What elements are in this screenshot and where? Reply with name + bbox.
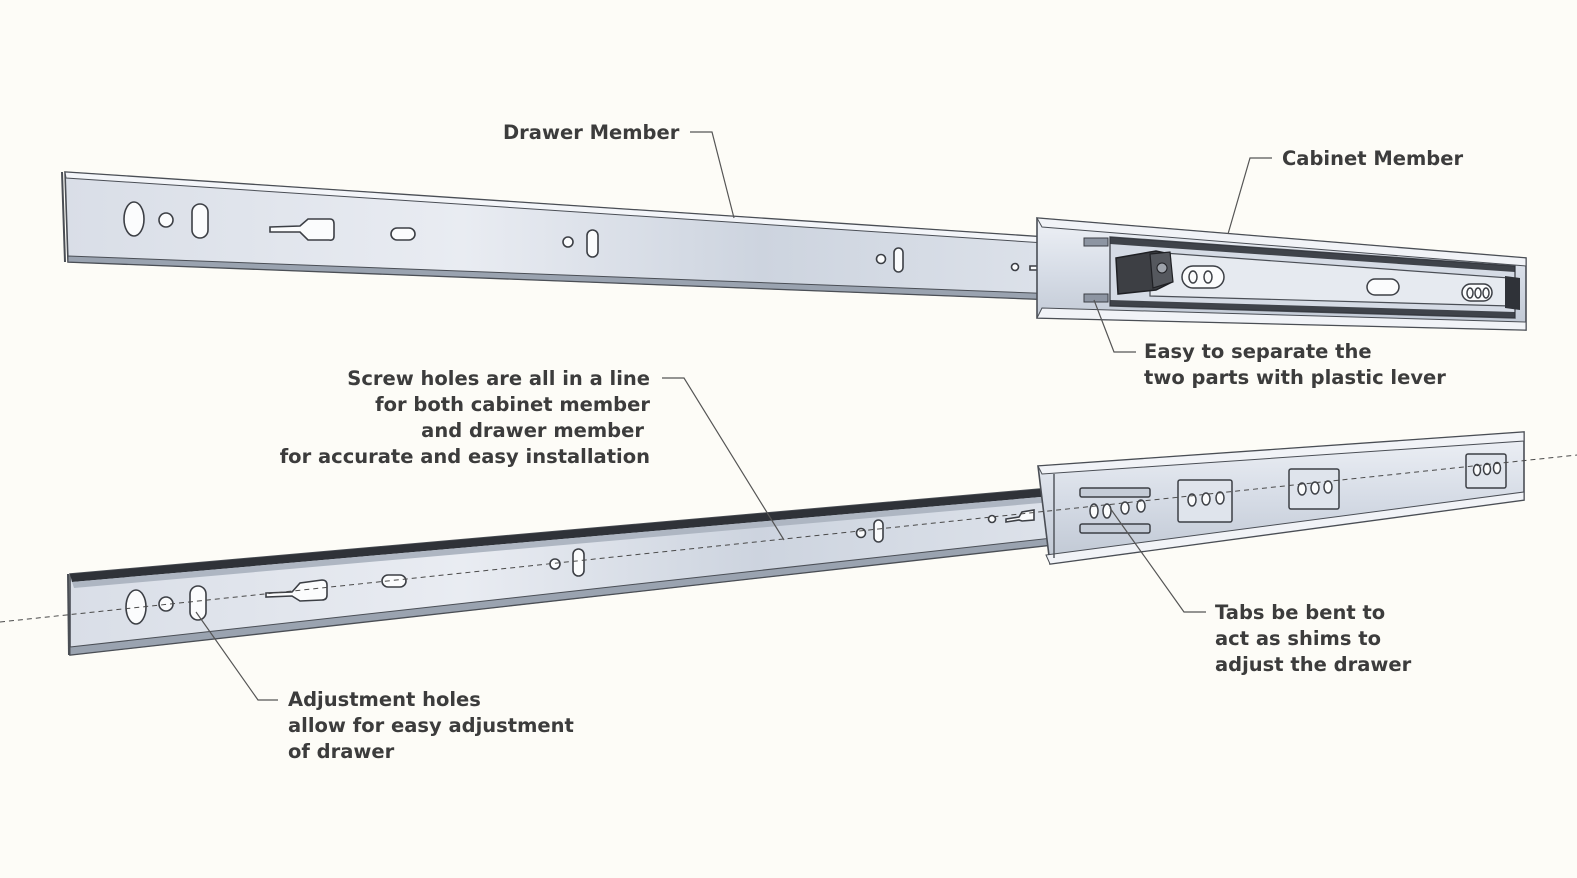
bottom-drawer-member	[67, 487, 1053, 656]
label-cabinet-member: Cabinet Member	[1282, 146, 1463, 172]
label-drawer-member: Drawer Member	[503, 120, 679, 146]
label-screw-holes-line-3: and drawer member	[421, 419, 644, 442]
bottom-cabinet-holes	[1079, 453, 1507, 534]
label-screw-holes-line-1: Screw holes are all in a line	[347, 367, 650, 390]
screw-alignment-line	[0, 454, 1577, 623]
leader-drawer-member	[690, 131, 735, 219]
label-adjustment-line-1: Adjustment holes	[288, 688, 481, 711]
label-screw-holes-line-4: for accurate and easy installation	[279, 445, 650, 468]
leader-tabs	[1109, 507, 1206, 613]
leader-lines	[195, 131, 1272, 701]
leader-cabinet-member	[1227, 157, 1272, 235]
label-adjustment: Adjustment holes allow for easy adjustme…	[288, 687, 574, 765]
top-drawer-member	[61, 171, 1061, 301]
leader-adjustment	[195, 611, 278, 701]
leader-plastic-lever	[1093, 299, 1136, 353]
label-cabinet-member-text: Cabinet Member	[1282, 147, 1464, 170]
label-easy-separate-line-2: two parts with plastic lever	[1144, 366, 1446, 389]
bottom-cabinet-member	[1037, 431, 1525, 565]
top-cabinet-holes	[1181, 265, 1493, 302]
label-adjustment-line-3: of drawer	[288, 740, 395, 763]
label-tabs-line-2: act as shims to	[1215, 627, 1381, 650]
label-easy-separate: Easy to separate the two parts with plas…	[1144, 339, 1446, 391]
top-slide-assembly	[61, 171, 1527, 331]
label-screw-holes: Screw holes are all in a line for both c…	[250, 366, 650, 470]
label-tabs-line-1: Tabs be bent to	[1215, 601, 1386, 624]
label-drawer-member-text: Drawer Member	[503, 121, 680, 144]
label-screw-holes-line-2: for both cabinet member	[375, 393, 650, 416]
bottom-slide-assembly	[67, 431, 1525, 656]
leader-screw-holes	[662, 377, 785, 541]
plastic-lever	[1083, 237, 1174, 303]
label-easy-separate-line-1: Easy to separate the	[1144, 340, 1372, 363]
top-cabinet-member	[1036, 217, 1527, 331]
label-tabs: Tabs be bent to act as shims to adjust t…	[1215, 600, 1411, 678]
label-tabs-line-3: adjust the drawer	[1215, 653, 1412, 676]
label-adjustment-line-2: allow for easy adjustment	[288, 714, 574, 737]
